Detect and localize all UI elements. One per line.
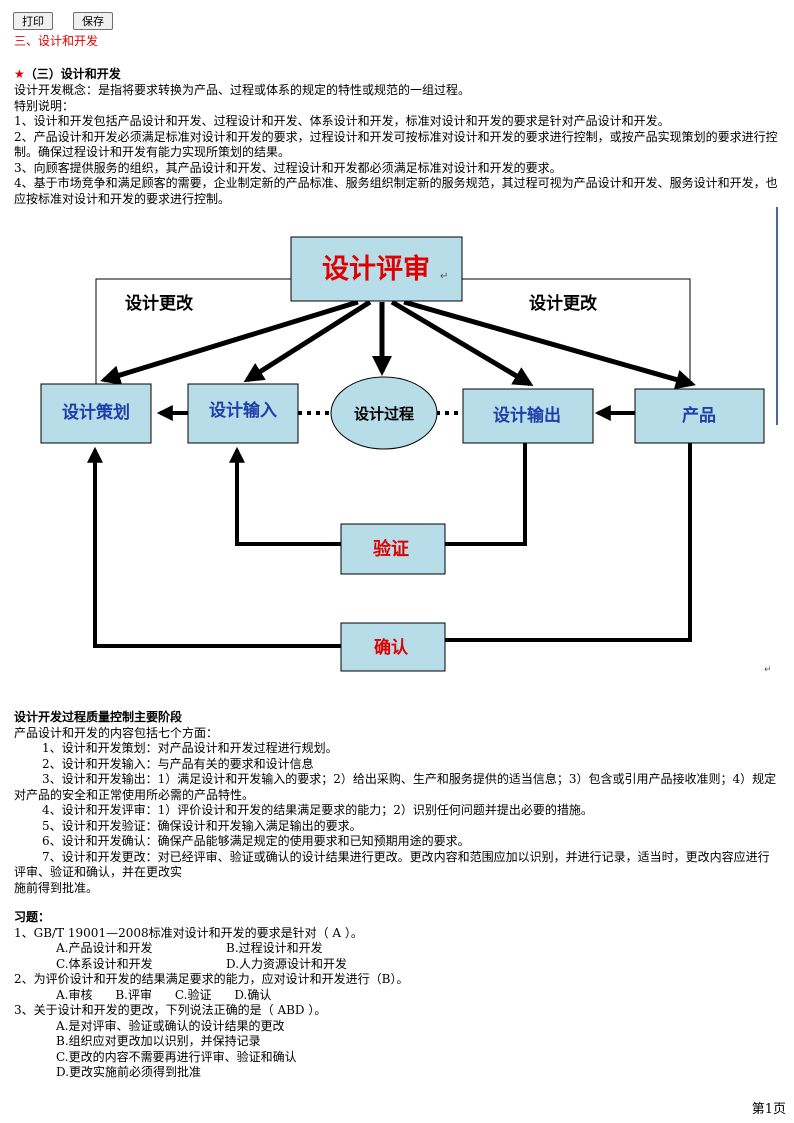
validation-label: 确认: [374, 637, 409, 658]
change-line-left: [95, 278, 291, 384]
exercises-title: 习题：: [14, 910, 51, 924]
q3-option-d: D.更改实施前必须得到批准: [56, 1065, 202, 1079]
stages-title: 设计开发过程质量控制主要阶段: [14, 710, 183, 724]
stage-item-2: 2、设计和开发输入：与产品有关的要求和设计信息: [42, 756, 314, 771]
q3-option-c: C.更改的内容不需要再进行评审、验证和确认: [56, 1049, 297, 1064]
q3-option-b: B.组织应对更改加以识别，并保持记录: [56, 1034, 261, 1048]
arrow-validation-planning: [87, 446, 341, 648]
arrow-review-output: [390, 299, 534, 387]
question-3: 3、关于设计和开发的更改，下列说法正确的是（ ABD ）。: [14, 1003, 327, 1017]
question-1: 1、GB/T 19001—2008标准对设计和开发的要求是针对（ A ）。: [14, 925, 363, 940]
q3-option-a: A.是对评审、验证或确认的设计结果的更改: [56, 1018, 285, 1033]
q1-option-d: D.人力资源设计和开发: [226, 956, 348, 971]
subsection-title: （三）设计和开发: [24, 67, 121, 81]
change-label-right: 设计更改: [529, 293, 598, 314]
planning-box: [40, 383, 152, 444]
page-number: 第1页: [751, 1102, 786, 1117]
stage-item-6: 6、设计和开发确认：确保产品能够满足规定的使用要求和已知预期用途的要求。: [42, 834, 470, 848]
stage-item-5: 5、设计和开发验证：确保设计和开发输入满足输出的要求。: [42, 818, 362, 833]
input-label: 设计输入: [209, 400, 277, 421]
q1-option-a: A.产品设计和开发: [56, 941, 153, 955]
verification-label: 验证: [373, 538, 409, 560]
q1-option-b: B.过程设计和开发: [226, 941, 323, 955]
stage-item-1: 1、设计和开发策划：对产品设计和开发过程进行规划。: [42, 741, 338, 755]
diagram-para-mark: ↵: [764, 665, 772, 675]
print-button[interactable]: 打印: [13, 12, 53, 30]
validation-box: [340, 622, 446, 672]
review-box: [290, 236, 463, 302]
stages-intro: 产品设计和开发的内容包括七个方面：: [14, 725, 219, 740]
question-1-options-cd: C.体系设计和开发 D.人力资源设计和开发: [14, 957, 780, 973]
stage-item-7: 7、设计和开发更改：对已经评审、验证或确认的设计结果进行更改。更改内容和范围应加…: [14, 849, 770, 880]
stage-item-3: 3、设计和开发输出：1）满足设计和开发输入的要求；2）给出采购、生产和服务提供的…: [14, 772, 777, 802]
change-line-right: [461, 278, 691, 384]
output-box: [462, 388, 594, 444]
review-para-mark: ↵: [440, 271, 448, 282]
input-box: [187, 383, 299, 444]
exercises-block: 习题： 1、GB/T 19001—2008标准对设计和开发的要求是针对（ A ）…: [14, 910, 780, 1081]
toolbar: 打印 保存: [13, 12, 133, 30]
note-3: 3、向顾客提供服务的组织，其产品设计和开发、过程设计和开发都必须满足标准对设计和…: [14, 160, 562, 175]
arrow-review-planning: [100, 299, 359, 385]
stage-item-4: 4、设计和开发评审：1）评价设计和开发的结果满足要求的能力；2）识别任何问题并提…: [42, 803, 593, 817]
section-title: 三、设计和开发: [14, 34, 99, 48]
concept-text: 设计开发概念：是指将要求转换为产品、过程或体系的规定的特性或规范的一组过程。: [14, 83, 471, 97]
special-note-label: 特别说明：: [14, 98, 75, 113]
verification-box: [340, 523, 446, 575]
design-flow-diagram: 设计评审 ↵ 设计更改 设计更改 设计策划 设计输入 设计过程 设计输出 产品 …: [40, 207, 778, 675]
arrow-review-input: [243, 299, 372, 383]
star-icon: ★: [14, 67, 25, 81]
note-1: 1、设计和开发包括产品设计和开发、过程设计和开发、体系设计和开发，标准对设计和开…: [14, 114, 670, 128]
arrow-product-validation: [416, 443, 692, 648]
product-box: [634, 388, 765, 444]
stage-item-7-tail: 施前得到批准。: [14, 880, 99, 895]
question-1-options-ab: A.产品设计和开发 B.过程设计和开发: [14, 941, 780, 957]
output-label: 设计输出: [493, 405, 561, 426]
question-2: 2、为评价设计和开发的结果满足要求的能力，应对设计和开发进行（B）。: [14, 972, 409, 986]
q1-option-c: C.体系设计和开发: [56, 956, 153, 971]
subsection-heading: ★（三）设计和开发: [14, 67, 121, 83]
save-button[interactable]: 保存: [73, 12, 113, 30]
product-label: 产品: [682, 405, 716, 426]
stages-block: 设计开发过程质量控制主要阶段 产品设计和开发的内容包括七个方面： 1、设计和开发…: [14, 710, 780, 896]
process-ellipse: [330, 376, 438, 450]
arrow-output-verification: [416, 443, 527, 552]
process-label: 设计过程: [354, 405, 414, 423]
arrow-verification-input: [229, 446, 341, 546]
arrow-review-product: [403, 299, 696, 390]
question-2-options: A.审核 B.评审 C.验证 D.确认: [56, 987, 272, 1002]
planning-label: 设计策划: [62, 402, 130, 423]
intro-block: 设计开发概念：是指将要求转换为产品、过程或体系的规定的特性或规范的一组过程。 特…: [14, 83, 780, 207]
note-2: 2、产品设计和开发必须满足标准对设计和开发的要求，过程设计和开发可按标准对设计和…: [14, 129, 778, 160]
review-label: 设计评审: [322, 253, 430, 285]
note-4: 4、基于市场竞争和满足顾客的需要，企业制定新的产品标准、服务组织制定新的服务规范…: [14, 176, 778, 206]
change-label-left: 设计更改: [125, 293, 194, 314]
